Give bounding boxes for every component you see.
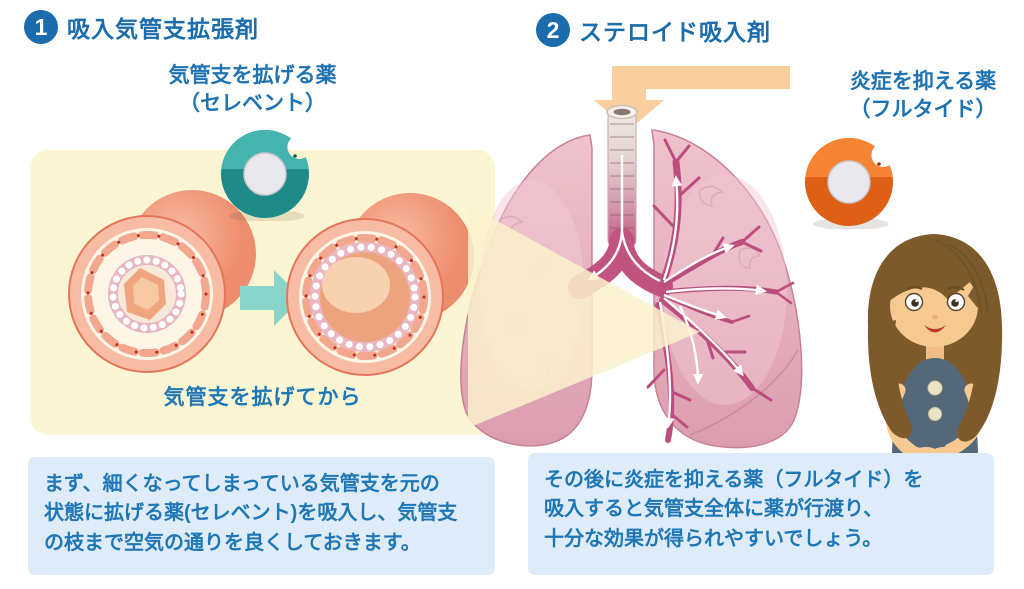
hair-side-right <box>957 318 1003 442</box>
magnifier-funnel <box>468 205 700 428</box>
eyebrows <box>905 286 965 291</box>
hair-side-left <box>867 320 913 439</box>
mouth <box>924 325 946 333</box>
right-main-bronchus <box>611 229 673 297</box>
description-step2-line3: 十分な効果が得られやすいでしょう。 <box>544 527 883 550</box>
step1-number-badge: 1 <box>24 10 58 44</box>
description-panel-step1: まず、細くなってしまっている気管支を元の 状態に拡げる薬(セレベント)を吸入し、… <box>28 457 495 575</box>
widen-arrow-icon <box>240 270 302 326</box>
drug-label-serevent-line1: 気管支を拡げる薬 <box>168 64 337 87</box>
inhale-direction-arrow <box>594 66 790 130</box>
wide-lumen-highlight <box>322 257 390 313</box>
description-panel-step2: その後に炎症を抑える薬（フルタイド）を 吸入すると気管支全体に薬が行渡り、 十分… <box>528 453 994 575</box>
button <box>927 380 943 396</box>
drug-label-serevent: 気管支を拡げる薬 （セレベント） <box>140 62 365 117</box>
drug-label-flutide: 炎症を抑える薬 （フルタイド） <box>828 68 1018 123</box>
hair-fringe <box>888 255 982 302</box>
drug-label-flutide-line1: 炎症を抑える薬 <box>849 70 997 93</box>
lung-fissure <box>689 349 799 436</box>
description-step1-line3: の枝まで空気の通りを良くしておきます。 <box>44 531 421 554</box>
description-step1-line1: まず、細くなってしまっている気管支を元の <box>44 473 440 495</box>
step2-number-badge: 2 <box>536 13 570 47</box>
description-step1-line2: 状態に拡げる薬(セレベント)を吸入し、気管支 <box>44 502 458 525</box>
medicine-flow-arrows <box>587 155 767 429</box>
woman-illustration <box>867 234 1003 468</box>
eyes <box>904 292 966 312</box>
button <box>928 407 942 421</box>
step1-title: 吸入気管支拡張剤 <box>67 16 259 42</box>
panel-caption: 気管支を拡げてから <box>163 386 362 409</box>
drug-label-serevent-line2: （セレベント） <box>179 91 326 115</box>
hair-strands <box>935 239 989 315</box>
description-step2-line2: 吸入すると気管支全体に薬が行渡り、 <box>544 498 884 521</box>
step2-header: 2 ステロイド吸入剤 <box>536 13 771 47</box>
bronchus-widened-illustration <box>286 193 474 376</box>
nose <box>932 314 938 320</box>
step1-header: 1 吸入気管支拡張剤 <box>24 10 259 44</box>
diskus-inhaler-orange-icon <box>804 137 893 229</box>
drug-label-flutide-line2: （フルタイド） <box>849 97 997 121</box>
diskus-inhaler-teal-icon <box>220 129 309 221</box>
bronchus-narrowed-illustration <box>68 190 256 373</box>
description-step2-line1: その後に炎症を抑える薬（フルタイド）を <box>544 469 924 491</box>
step2-title: ステロイド吸入剤 <box>579 19 771 45</box>
